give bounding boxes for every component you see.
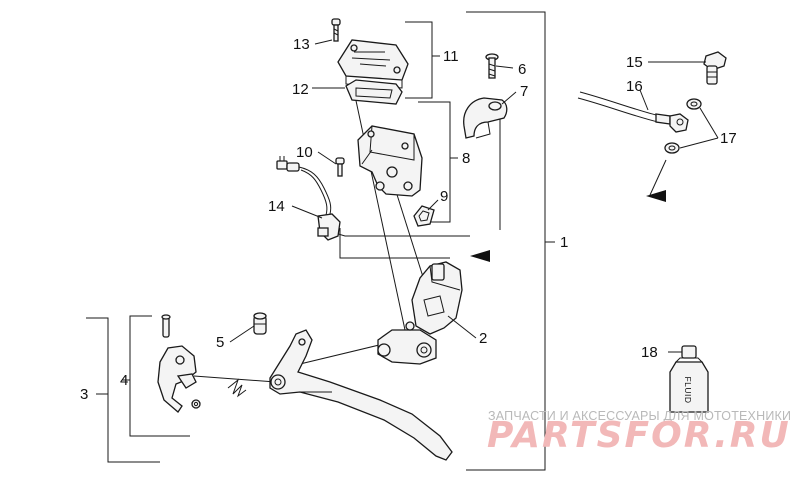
callout-15: 15 xyxy=(626,54,643,71)
brake-fluid-bottle-18: FLUID xyxy=(669,345,709,413)
lever-housing-2 xyxy=(377,261,463,365)
screw-10 xyxy=(335,157,345,177)
callout-17: 17 xyxy=(720,130,737,147)
bracket-3 xyxy=(86,317,160,463)
callout-5: 5 xyxy=(216,334,224,351)
spring xyxy=(227,378,247,398)
brake-hose-16 xyxy=(577,91,689,133)
push-rod-5 xyxy=(253,312,267,335)
diaphragm-12 xyxy=(345,79,403,105)
direction-arrow xyxy=(470,250,490,262)
callout-16: 16 xyxy=(626,78,643,95)
callout-7: 7 xyxy=(520,83,528,100)
callout-1: 1 xyxy=(560,234,568,251)
brake-switch-14 xyxy=(276,156,341,241)
callout-14: 14 xyxy=(268,198,285,215)
watermark-logo: PARTSFOR.RU xyxy=(487,415,791,456)
callout-13: 13 xyxy=(293,36,310,53)
bottle-label: FLUID xyxy=(683,376,693,403)
screw-13 xyxy=(331,18,341,42)
clamp-7 xyxy=(463,97,508,139)
bracket-11 xyxy=(405,21,433,99)
bracket-4 xyxy=(129,315,190,437)
o-ring-9 xyxy=(413,205,435,227)
bracket-8 xyxy=(418,101,451,223)
washers-17 xyxy=(664,98,702,154)
callout-12: 12 xyxy=(292,81,309,98)
callout-2: 2 xyxy=(479,330,487,347)
callout-11: 11 xyxy=(443,48,459,65)
callout-9: 9 xyxy=(440,188,448,205)
banjo-bolt-15 xyxy=(703,51,727,85)
master-cylinder-8 xyxy=(357,125,423,197)
direction-arrow xyxy=(646,190,666,202)
adjuster-4 xyxy=(157,314,201,413)
brake-lever xyxy=(269,329,453,461)
screw-6 xyxy=(485,53,499,79)
reservoir-cap-11 xyxy=(337,39,409,89)
callout-8: 8 xyxy=(462,150,470,167)
callout-18: 18 xyxy=(641,344,658,361)
watermark-caption: ЗАПЧАСТИ И АКСЕССУАРЫ ДЛЯ МОТОТЕХНИКИ xyxy=(488,409,791,423)
callout-3: 3 xyxy=(80,386,88,403)
callout-6: 6 xyxy=(518,61,526,78)
callout-10: 10 xyxy=(296,144,313,161)
bracket-1 xyxy=(466,11,546,471)
callout-4: 4 xyxy=(120,372,128,389)
